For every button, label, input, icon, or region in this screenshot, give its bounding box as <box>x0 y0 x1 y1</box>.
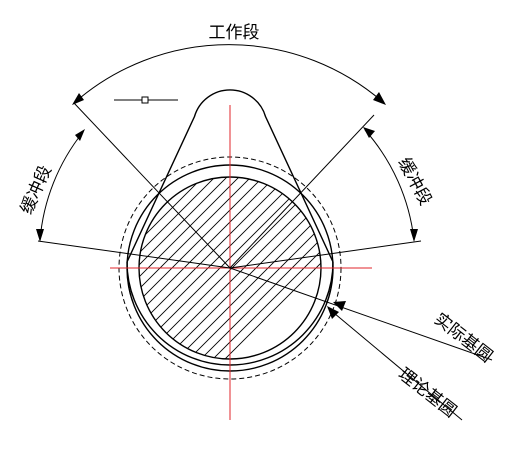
center-lines <box>110 105 372 420</box>
buffer-right-arc <box>364 129 415 241</box>
theoretical-base-circle-label: 理论基圆 <box>394 364 460 422</box>
working-section-arc <box>73 44 385 104</box>
working-arrow-right <box>373 92 386 105</box>
buffer-right-label: 缓冲段 <box>394 154 436 208</box>
theoretical-circle-arrowhead <box>327 306 339 319</box>
shaft-hatching <box>139 177 321 359</box>
leader-lines <box>229 267 493 421</box>
buffer-right-arrow-top <box>363 127 375 138</box>
cam-lobe-outline <box>126 89 334 366</box>
working-section-label: 工作段 <box>209 23 260 43</box>
buffer-right-arrow-bottom <box>410 229 418 242</box>
section-boundary-lines <box>37 102 422 269</box>
buffer-left-arrow-bottom <box>36 229 44 242</box>
buffer-left-arrow-top <box>75 129 85 141</box>
indicator-symbol <box>114 96 178 104</box>
actual-circle-arrowhead <box>333 301 346 311</box>
buffer-left-arc <box>39 131 84 241</box>
actual-base-circle-label: 实际基圆 <box>430 309 496 367</box>
working-arrow-left <box>72 93 84 105</box>
